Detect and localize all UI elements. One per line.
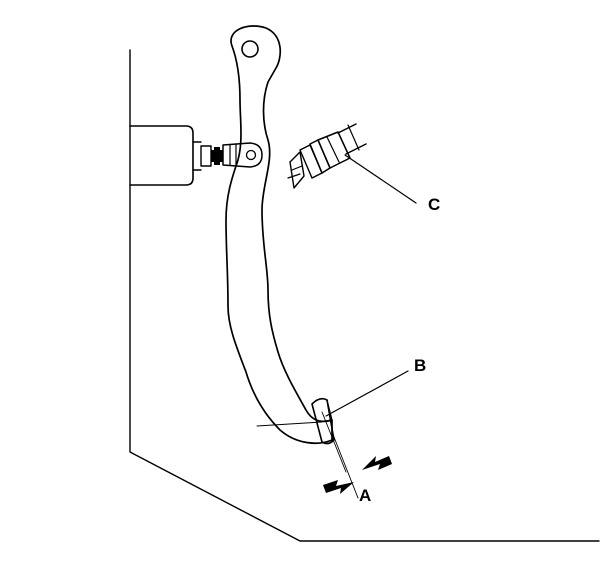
push-rod-clevis xyxy=(211,142,263,168)
brake-pedal-arm xyxy=(225,25,333,445)
callout-c-label: C xyxy=(428,195,440,214)
firewall-outline xyxy=(129,49,600,542)
callout-b-label: B xyxy=(414,356,426,375)
arrow-right-icon xyxy=(362,456,392,470)
pedal-pad xyxy=(311,397,335,445)
measurement-arrows xyxy=(323,456,392,494)
brake-light-switch xyxy=(287,123,367,189)
arrow-left-icon xyxy=(323,480,354,494)
brake-booster xyxy=(129,125,212,186)
callout-a-label: A xyxy=(359,486,371,505)
reference-lines xyxy=(256,411,359,499)
leader-lines xyxy=(325,154,417,417)
